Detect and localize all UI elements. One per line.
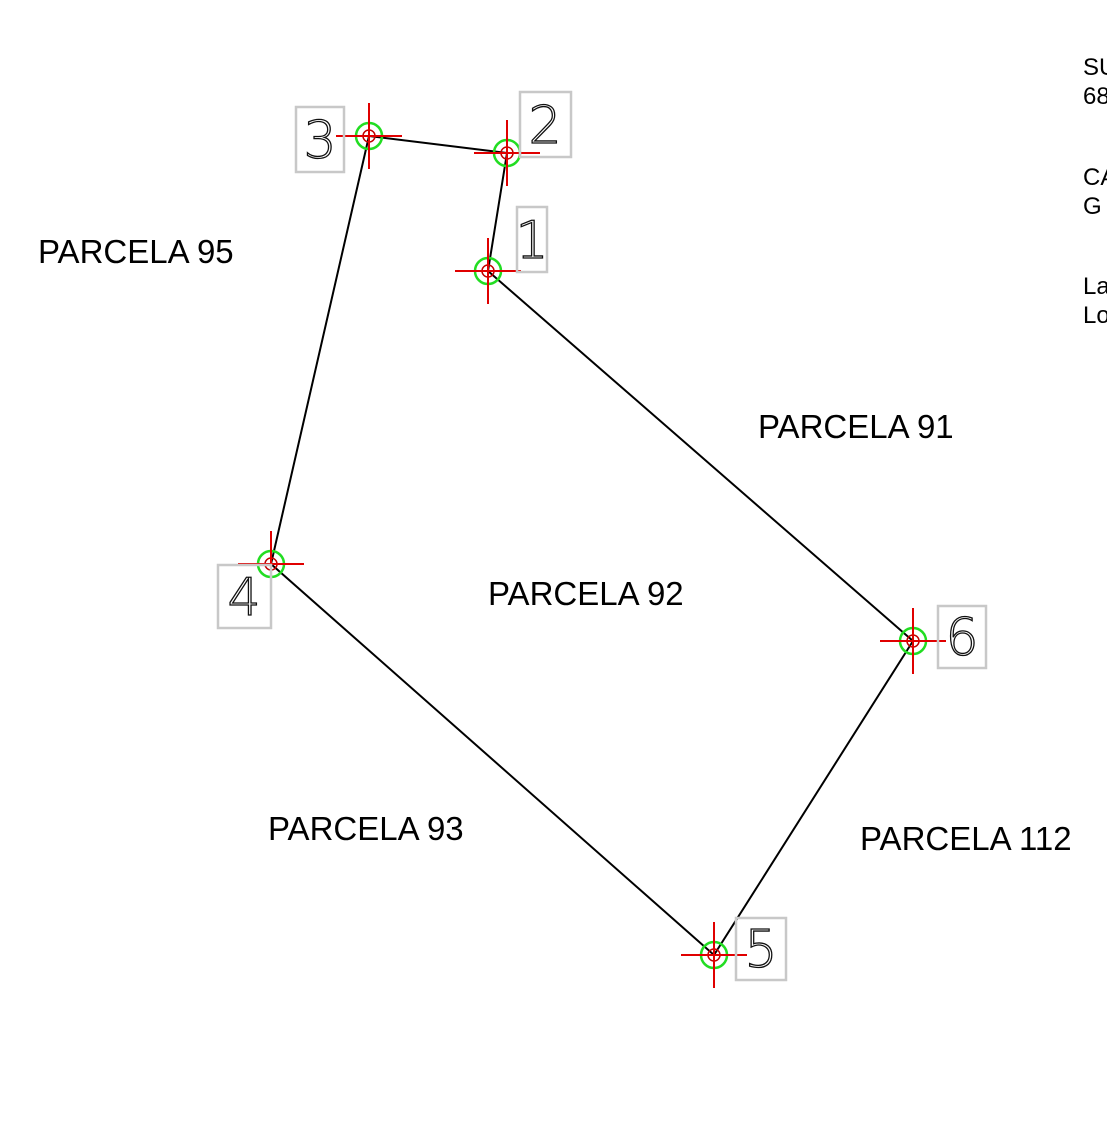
vertex-label-2: 2 bbox=[528, 96, 561, 156]
vertex-markers bbox=[238, 103, 946, 988]
vertex-label-box bbox=[936, 604, 988, 670]
vertex-label-6: 6 bbox=[945, 608, 978, 668]
vertex-marker bbox=[455, 238, 521, 304]
vertex-marker bbox=[880, 608, 946, 674]
side-panel-line: CA bbox=[1083, 164, 1107, 191]
side-panel-line: G bbox=[1083, 193, 1102, 220]
vertex-label-box bbox=[515, 205, 549, 274]
vertex-marker bbox=[336, 103, 402, 169]
vertex-label-box bbox=[518, 90, 573, 159]
vertex-label-box bbox=[734, 916, 788, 982]
vertex-label-4: 4 bbox=[227, 568, 260, 628]
vertex-labels: 1 2 3 4 5 6 bbox=[216, 90, 988, 982]
side-panel-line: Lo bbox=[1083, 302, 1107, 329]
parcel-label-112: PARCELA 112 bbox=[860, 820, 1072, 857]
side-panel-line: 68 bbox=[1083, 83, 1107, 110]
parcel-label-92: PARCELA 92 bbox=[488, 575, 684, 612]
vertex-label-5: 5 bbox=[744, 920, 777, 980]
side-panel-line: La bbox=[1083, 273, 1107, 300]
parcel-label-95: PARCELA 95 bbox=[38, 233, 234, 270]
vertex-label-box bbox=[294, 105, 346, 174]
vertex-label-box bbox=[216, 563, 273, 630]
vertex-label-1: 1 bbox=[515, 211, 548, 271]
parcel-labels: PARCELA 95 PARCELA 91 PARCELA 92 PARCELA… bbox=[38, 233, 1072, 857]
side-panel-line: SU bbox=[1083, 54, 1107, 81]
parcel-label-93: PARCELA 93 bbox=[268, 810, 464, 847]
parcel-label-91: PARCELA 91 bbox=[758, 408, 954, 445]
vertex-label-3: 3 bbox=[303, 111, 336, 171]
